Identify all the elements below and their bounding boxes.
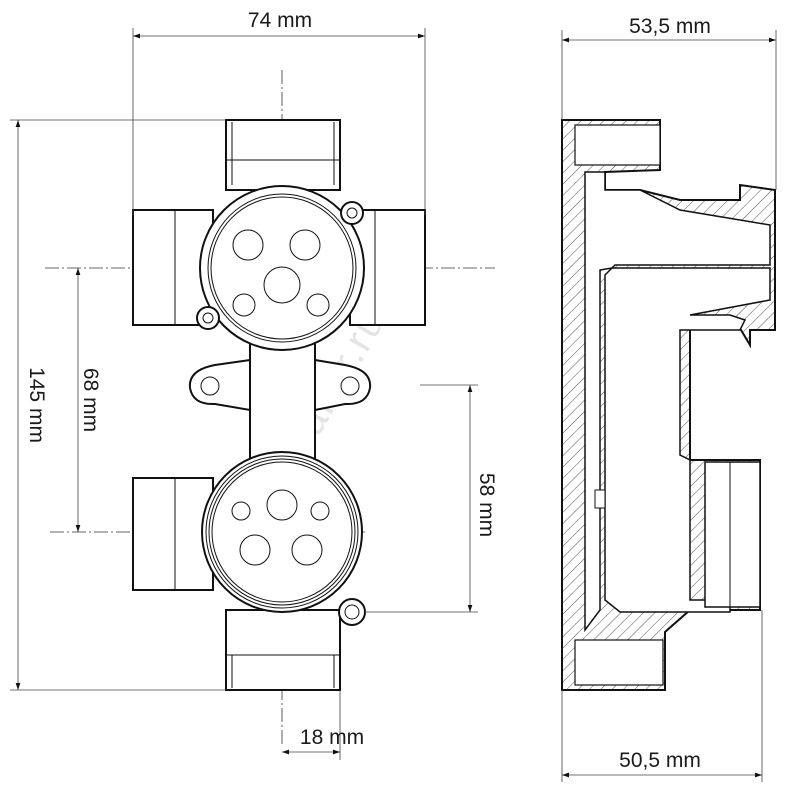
dim-center-distance-label: 68 mm bbox=[79, 368, 102, 432]
dimension-lines bbox=[10, 28, 777, 782]
front-view bbox=[132, 119, 426, 691]
side-section-view bbox=[561, 119, 776, 691]
dim-depth-bottom-label: 50,5 mm bbox=[619, 749, 701, 772]
dim-width-label: 74 mm bbox=[248, 9, 312, 32]
dim-depth-top-label: 53,5 mm bbox=[629, 15, 711, 38]
dim-lower-offset-label: 58 mm bbox=[475, 473, 498, 537]
dim-outlet-offset-label: 18 mm bbox=[300, 726, 364, 749]
dim-height-label: 145 mm bbox=[25, 367, 48, 443]
